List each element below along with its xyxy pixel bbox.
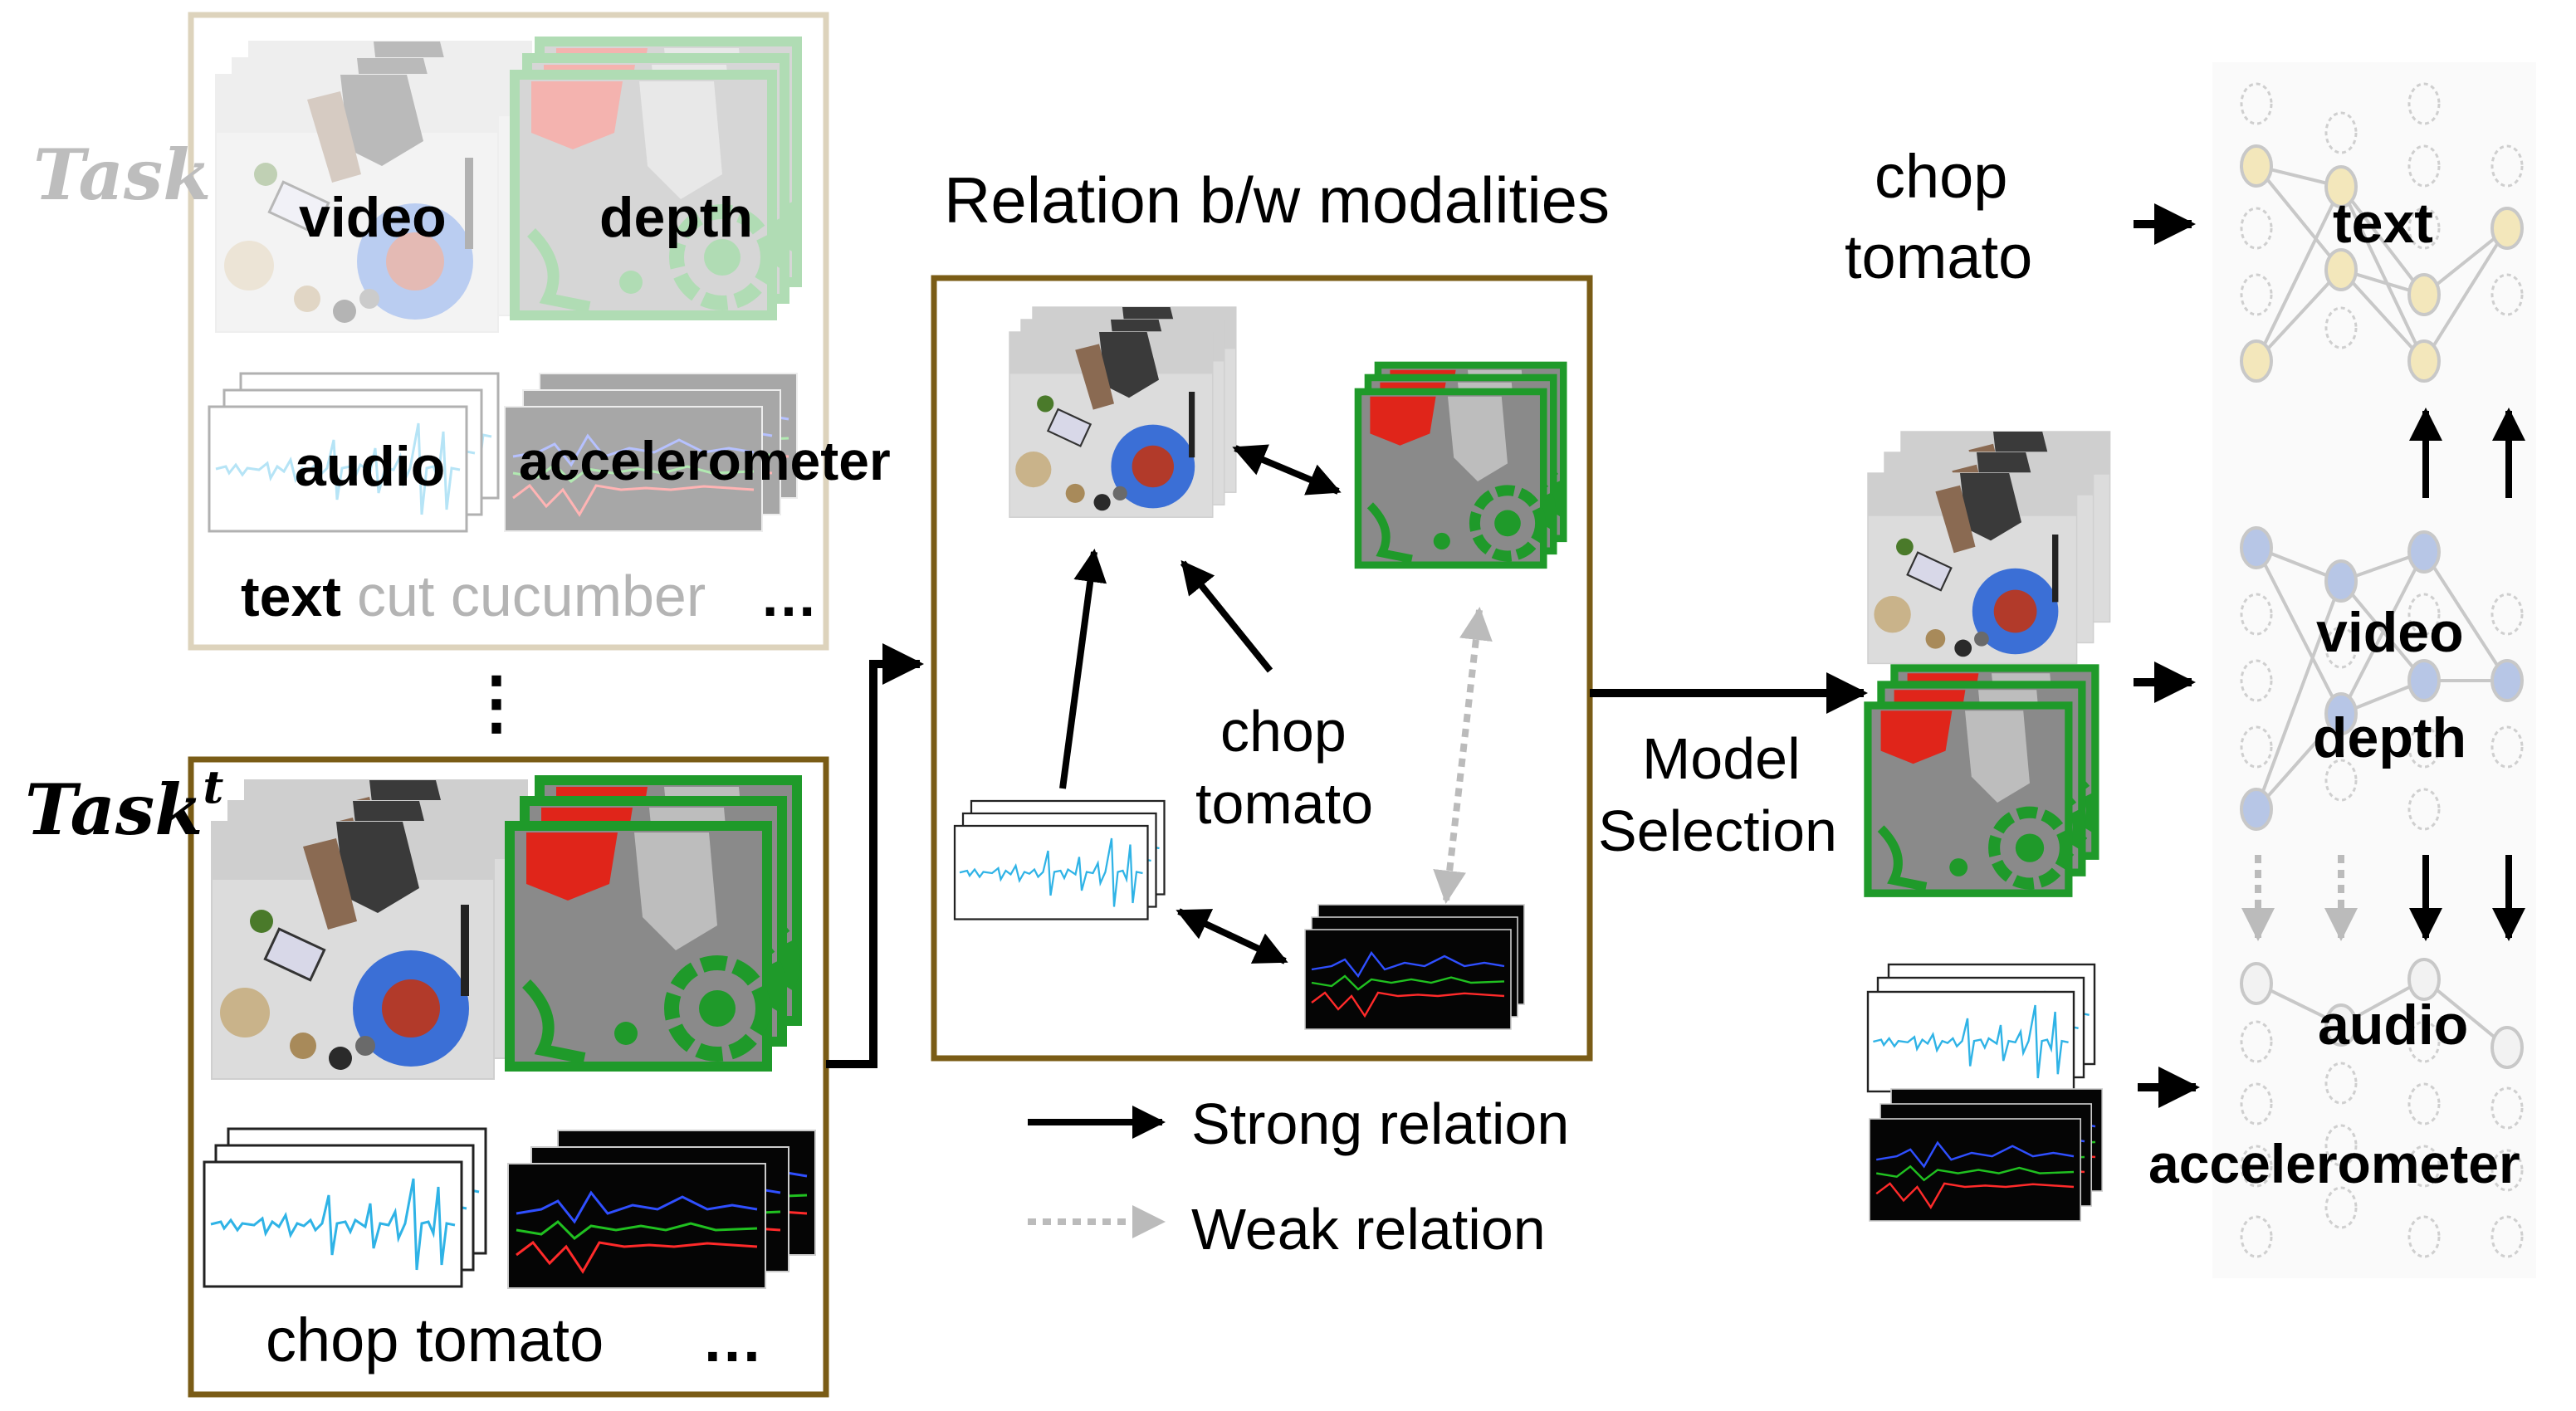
rel-video-thumb	[1008, 330, 1214, 519]
network-accel-label: accelerometer	[2148, 1133, 2520, 1194]
network-text-label: text	[2333, 192, 2433, 255]
prev-accel-label: accelerometer	[519, 430, 891, 491]
prev-audio-label: audio	[295, 435, 445, 498]
video-depth-branch-nodes	[2240, 526, 2524, 831]
current-task-panel: Taskt chop tomato …	[25, 756, 829, 1398]
relation-title: Relation b/w modalities	[944, 164, 1610, 237]
text-branch-nodes	[2240, 144, 2524, 383]
rel-depth-thumb	[1358, 392, 1543, 565]
network-video-label: video	[2316, 601, 2464, 664]
current-task-title: Taskt	[25, 760, 223, 851]
depth-accel-weak-arrow	[1433, 607, 1493, 904]
rel-accel-thumb	[1303, 928, 1513, 1031]
legend-strong-label: Strong relation	[1191, 1091, 1569, 1156]
model-selection-line2: Selection	[1598, 798, 1837, 863]
audio-video-strong-arrow	[1059, 549, 1107, 789]
legend: Strong relation Weak relation	[1028, 1091, 1569, 1262]
task-depth-thumb	[510, 826, 767, 1067]
current-task-superscript: t	[203, 760, 223, 813]
sel-audio-thumb	[1866, 990, 2075, 1093]
prev-text-value: cut cucumber	[357, 564, 706, 628]
query-line2: tomato	[1845, 222, 2032, 291]
sel-accel-thumb	[1868, 1117, 2082, 1223]
prev-ellipsis: …	[760, 564, 818, 628]
neural-network: text video depth audio accelerometer	[2148, 62, 2536, 1278]
previous-task-title: Task	[33, 134, 211, 216]
audio-accel-strong-arrow	[1176, 908, 1288, 964]
selected-modalities	[1866, 430, 2111, 1223]
sel-video-thumb	[1866, 471, 2078, 665]
task-ellipsis: …	[701, 1306, 763, 1374]
video-depth-branch-edges	[2255, 546, 2509, 811]
video-depth-strong-arrow	[1232, 444, 1342, 496]
task-audio-thumb	[203, 1160, 463, 1288]
task-to-relation-arrow	[826, 643, 924, 1068]
rel-audio-thumb	[953, 824, 1149, 920]
task-accel-thumb	[506, 1162, 767, 1290]
previous-task-panel: Task video depth audio accelerometer tex…	[33, 12, 891, 651]
audio-accel-branch-nodes	[2240, 958, 2524, 1069]
legend-weak-label: Weak relation	[1191, 1197, 1546, 1262]
prev-video-label: video	[299, 186, 447, 249]
model-selection-line1: Model	[1642, 726, 1801, 791]
task-video-thumb	[210, 820, 496, 1081]
network-audio-label: audio	[2318, 994, 2468, 1057]
query-line1: chop	[1875, 142, 2007, 211]
relation-panel: Relation b/w modalities chop tomato	[931, 164, 1610, 1062]
relation-center-label-line2: tomato	[1195, 771, 1373, 836]
prev-depth-label: depth	[599, 186, 753, 249]
text-video-strong-arrow	[1180, 559, 1273, 673]
relation-center-label-line1: chop	[1220, 699, 1347, 764]
vertical-ellipsis: ⋮	[462, 663, 531, 741]
network-background	[2212, 62, 2536, 1278]
prev-text-label: text	[241, 565, 341, 628]
task-caption: chop tomato	[266, 1306, 604, 1374]
text-branch-edges	[2255, 164, 2509, 363]
current-task-title-text: Task	[25, 769, 203, 851]
network-depth-label: depth	[2313, 706, 2466, 769]
sel-depth-thumb	[1868, 706, 2069, 893]
